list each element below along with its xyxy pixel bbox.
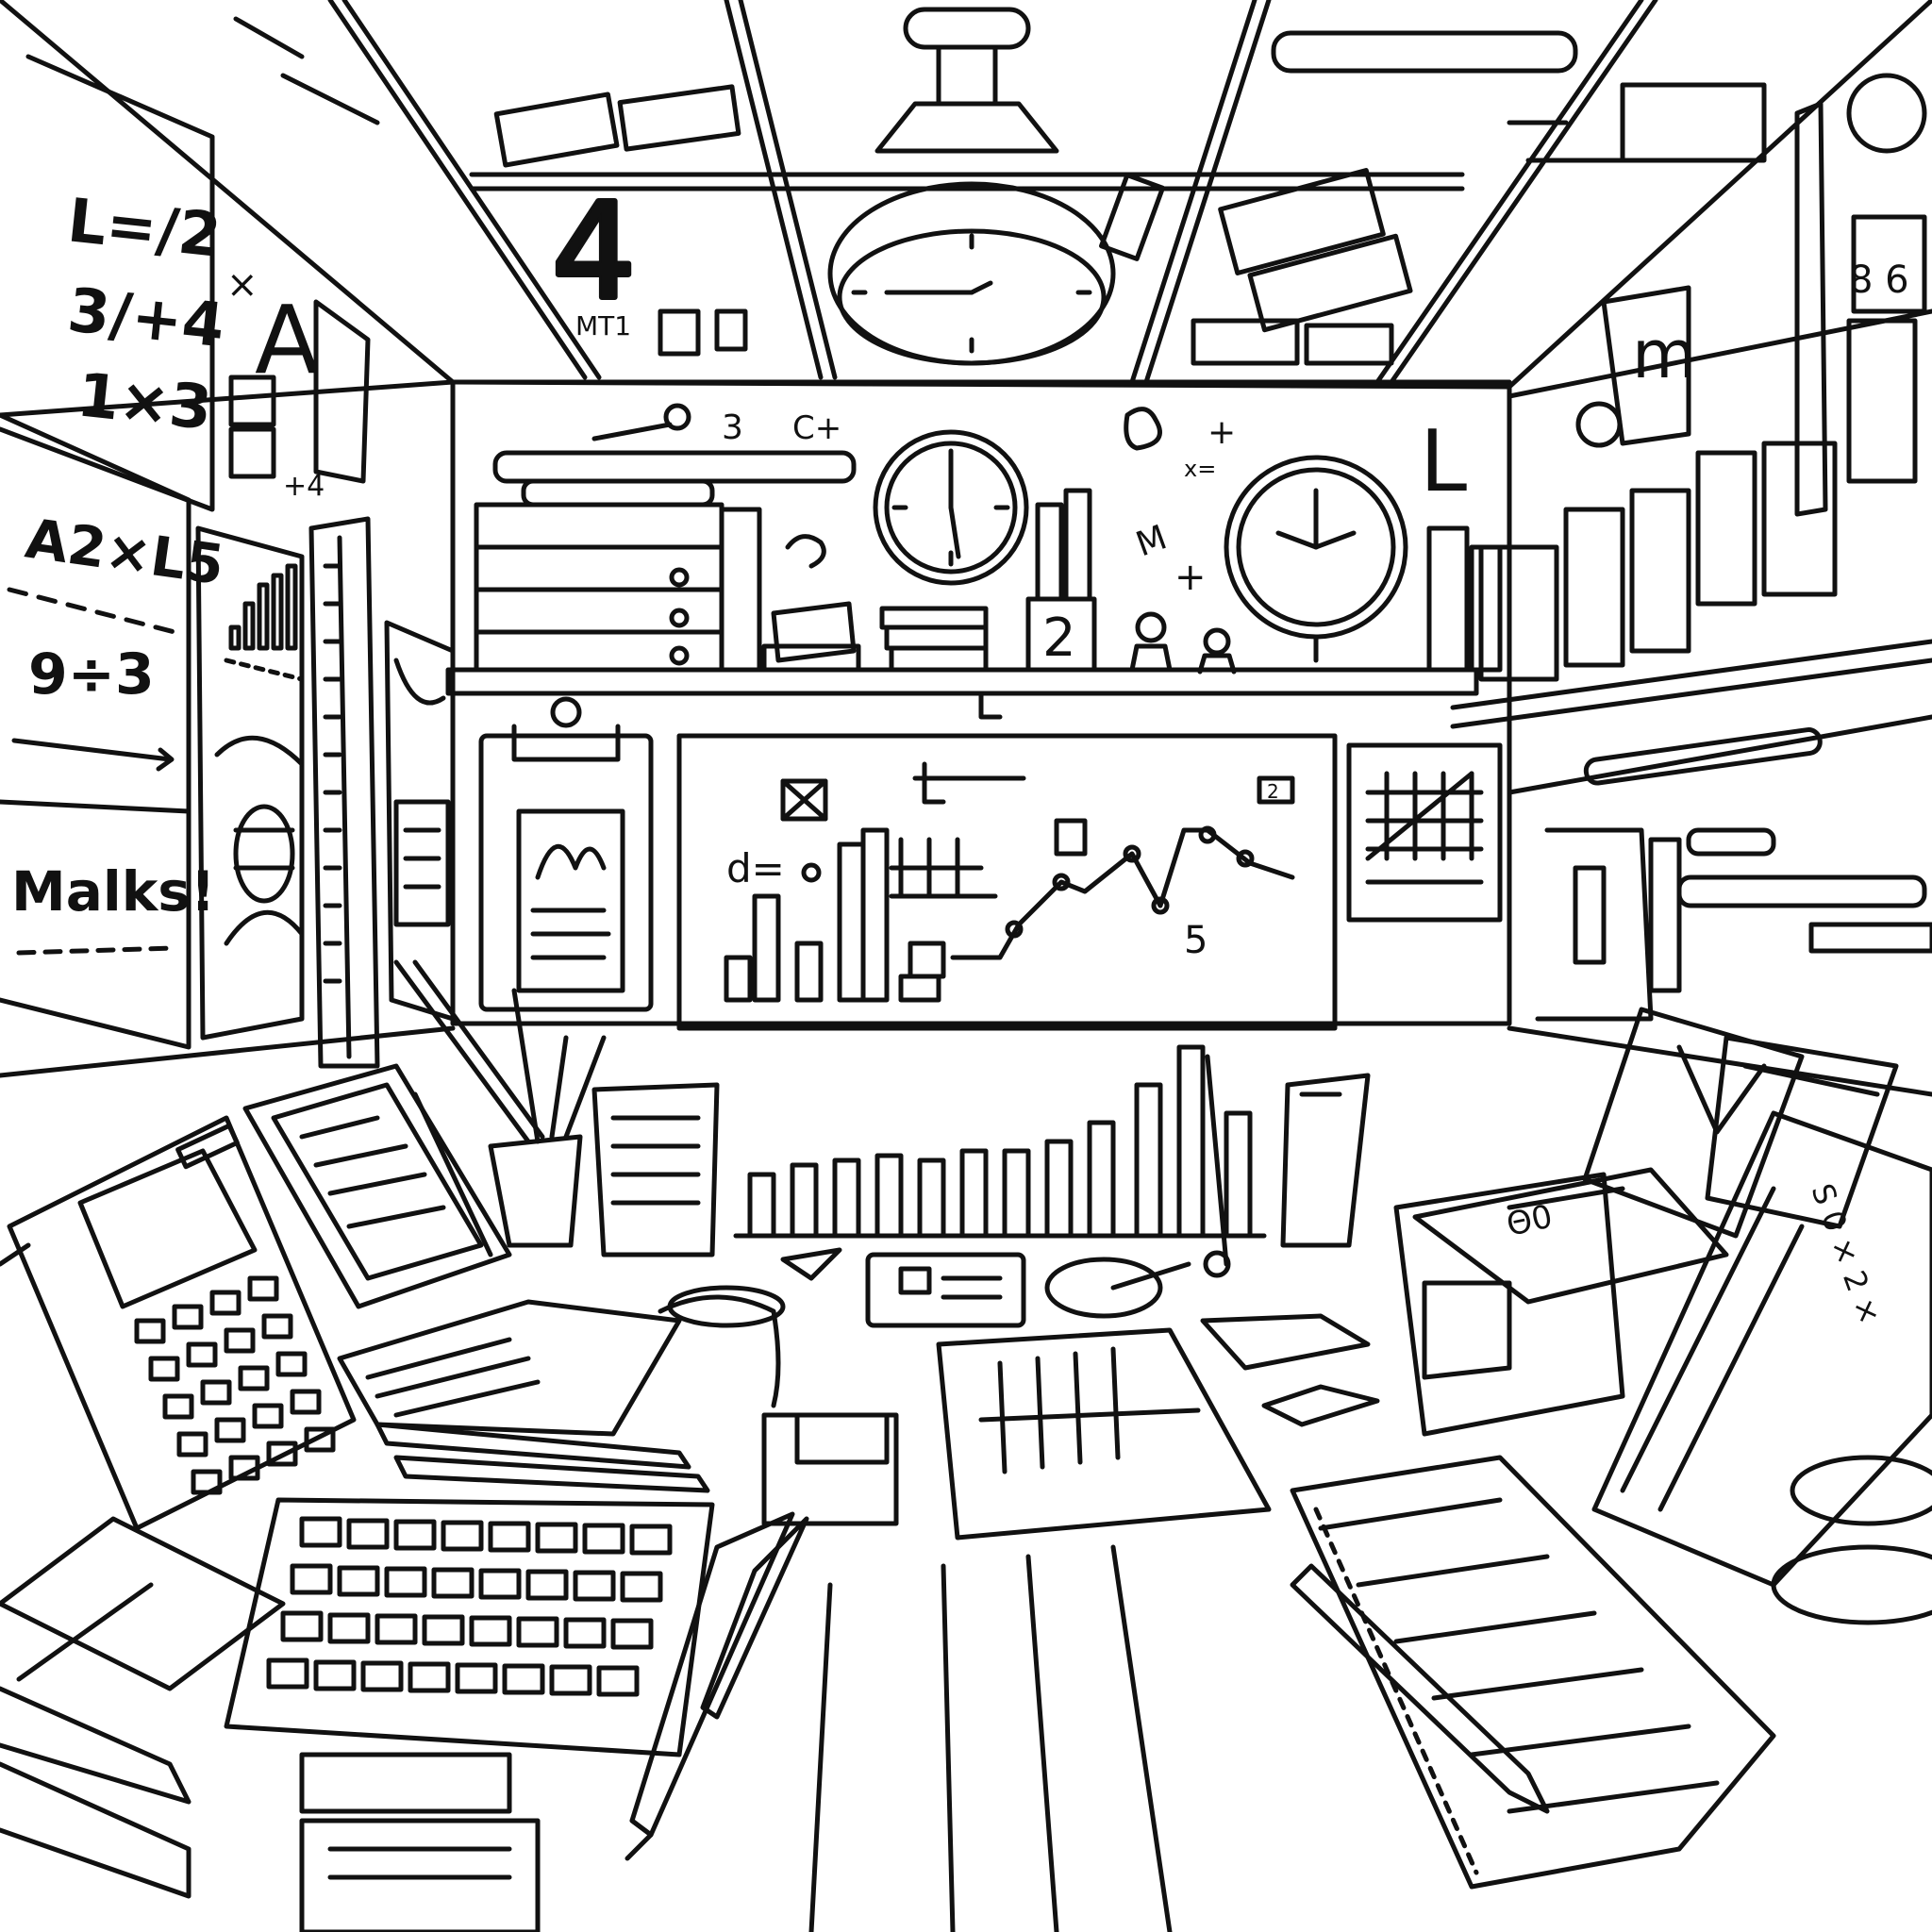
right-letter: m bbox=[1632, 316, 1696, 393]
back-symbol-3: + bbox=[1208, 413, 1236, 452]
big-letter: L bbox=[1420, 412, 1467, 511]
whiteboard-bars bbox=[724, 761, 1026, 1003]
line-chart-icon bbox=[950, 818, 1295, 960]
whiteboard: d= 5 2 bbox=[676, 733, 1338, 1031]
back-symbol-2: C+ bbox=[792, 409, 841, 447]
left-wall: L=/2 3/+4 1×3 × A +4 A2×L5 9÷3 Malks! bbox=[0, 54, 456, 1069]
globe-clock-icon bbox=[1224, 455, 1408, 673]
formula-board-main: A2×L5 9÷3 Malks! bbox=[0, 412, 228, 1050]
book-icon bbox=[337, 1285, 786, 1437]
whiteboard-label: d= bbox=[726, 845, 785, 891]
printer-stack bbox=[474, 403, 857, 673]
ceiling-label: MT1 bbox=[575, 310, 631, 341]
right-wall: m 8 6 bbox=[1450, 73, 1932, 1022]
shelf-box-digit: 2 bbox=[1042, 608, 1076, 669]
board1-line1: L=/2 bbox=[64, 186, 224, 272]
board2-word: Malks! bbox=[11, 859, 215, 924]
board2-line2: 9÷3 bbox=[28, 641, 155, 708]
grid-chart-poster bbox=[1346, 742, 1503, 923]
clipboard bbox=[478, 696, 654, 1012]
back-symbol-5: + bbox=[1174, 556, 1207, 599]
ruler-text: S 0 × 2 × bbox=[1804, 1179, 1888, 1329]
keyboard-icon bbox=[224, 1497, 715, 1757]
board1-line3: 1×3 bbox=[74, 360, 215, 444]
whiteboard-corner-digit: 2 bbox=[1267, 780, 1279, 803]
back-symbol-6: M bbox=[1131, 518, 1172, 564]
back-symbol-4: x= bbox=[1184, 456, 1216, 482]
small-note: +4 bbox=[283, 470, 325, 503]
ruler-icon bbox=[308, 516, 380, 1069]
whiteboard-digit: 5 bbox=[1184, 919, 1208, 962]
pencil-icon bbox=[625, 1511, 1550, 1861]
board1-line2: 3/+4 bbox=[64, 275, 227, 361]
ceiling-items: 4 MT1 bbox=[233, 7, 1767, 366]
calculator-icon bbox=[0, 1115, 357, 1531]
wall-clock-icon bbox=[873, 429, 1029, 586]
desk-bar-chart bbox=[733, 1044, 1267, 1239]
ceiling-clock-icon bbox=[827, 7, 1116, 366]
formula-board-top: L=/2 3/+4 1×3 × A +4 bbox=[0, 54, 371, 512]
right-box-digits: 8 6 bbox=[1849, 258, 1909, 302]
board1-mark: × bbox=[226, 263, 258, 307]
desk-items: Θ0 S 0 × 2 × bbox=[0, 959, 1932, 1932]
bar-chart-icon bbox=[195, 525, 305, 1041]
back-symbol-1: 3 bbox=[722, 408, 743, 447]
ceiling-letter: 4 bbox=[552, 175, 636, 329]
back-shelf: 3 C+ 2 + x= + M bbox=[445, 403, 1503, 720]
